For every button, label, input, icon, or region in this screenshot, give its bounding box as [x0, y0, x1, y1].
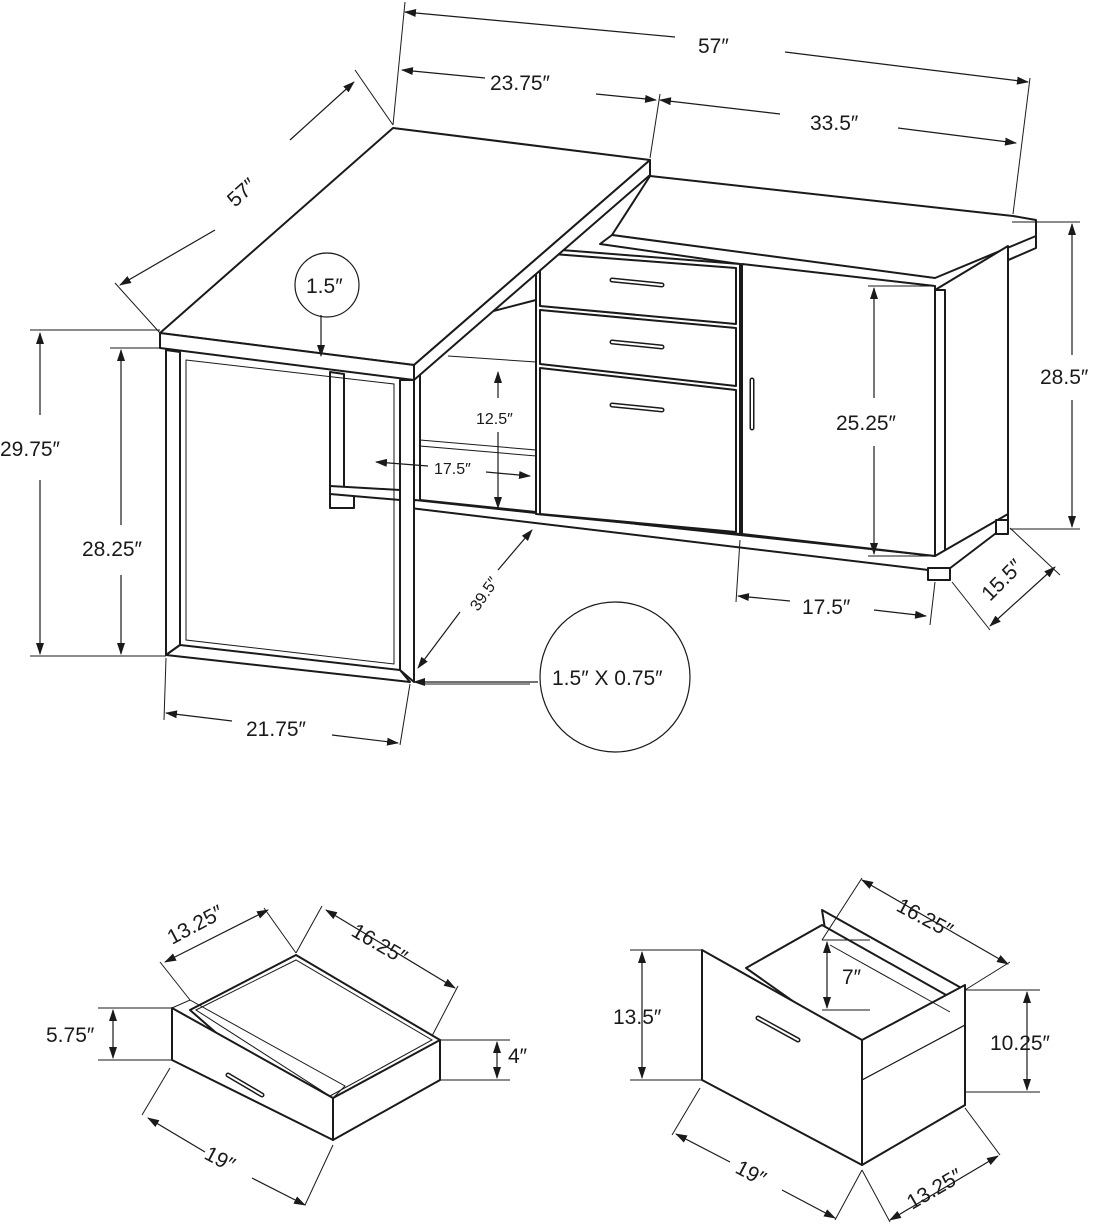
label-total-width: 57″ — [698, 35, 729, 58]
label-door-width: 17.5″ — [802, 596, 851, 619]
drawer-front-middle — [539, 309, 737, 387]
label-leg-tube: 1.5″ X 0.75″ — [552, 667, 663, 690]
label-leg-height: 28.25″ — [82, 538, 143, 561]
label-top-thickness: 1.5″ — [306, 275, 343, 298]
small-drawer-drawing — [170, 954, 441, 1141]
cabinet-foot-front — [927, 567, 951, 581]
label-small-side-height: 4″ — [508, 1045, 528, 1068]
cabinet-door — [741, 263, 936, 557]
label-small-front-height: 5.75″ — [46, 1024, 95, 1047]
label-file-interior-depth: 16.25″ — [893, 894, 957, 943]
label-cabinet-width: 33.5″ — [810, 112, 859, 135]
label-shelf-depth: 17.5″ — [434, 461, 471, 478]
label-cabinet-height: 28.5″ — [1040, 366, 1089, 389]
label-shelf-height: 12.5″ — [476, 411, 513, 428]
label-knee-clearance: 39.5″ — [467, 574, 502, 614]
metal-leg-frame — [165, 349, 415, 683]
label-small-interior-depth: 16.25″ — [348, 919, 412, 969]
file-drawer-dimension-lines — [630, 877, 1040, 1223]
drawer-front-file — [539, 367, 737, 533]
return-desktop-side-edge — [413, 159, 651, 381]
label-leg-width: 21.75″ — [246, 718, 307, 741]
file-drawer-front — [701, 949, 863, 1166]
desk-drawing — [159, 127, 1037, 683]
cabinet-side-front — [934, 289, 946, 573]
file-drawer-drawing — [701, 909, 966, 1166]
desk-dimension-lines — [30, 1, 1080, 753]
leg-tube-callout — [539, 601, 691, 753]
label-small-interior-width: 13.25″ — [164, 901, 228, 950]
label-file-side-height: 10.25″ — [990, 1032, 1051, 1055]
drawer-front-top — [539, 252, 737, 325]
top-thickness-callout — [294, 252, 360, 318]
label-file-interior-width: 13.25″ — [903, 1164, 967, 1214]
label-return-depth: 57″ — [223, 174, 262, 212]
label-door-height: 25.25″ — [836, 412, 897, 435]
label-total-height: 29.75″ — [0, 438, 61, 461]
cabinet-top-front-edge — [599, 234, 1037, 293]
label-file-rail-height: 7″ — [842, 966, 862, 989]
cabinet-foot-side — [995, 519, 1009, 535]
label-file-front-height: 13.5″ — [613, 1006, 662, 1029]
label-return-width: 23.75″ — [490, 72, 551, 95]
label-small-front-width: 19″ — [201, 1142, 239, 1177]
label-file-front-width: 19″ — [732, 1156, 770, 1191]
small-drawer-dimension-lines — [98, 905, 510, 1206]
open-shelf-board — [419, 439, 537, 457]
